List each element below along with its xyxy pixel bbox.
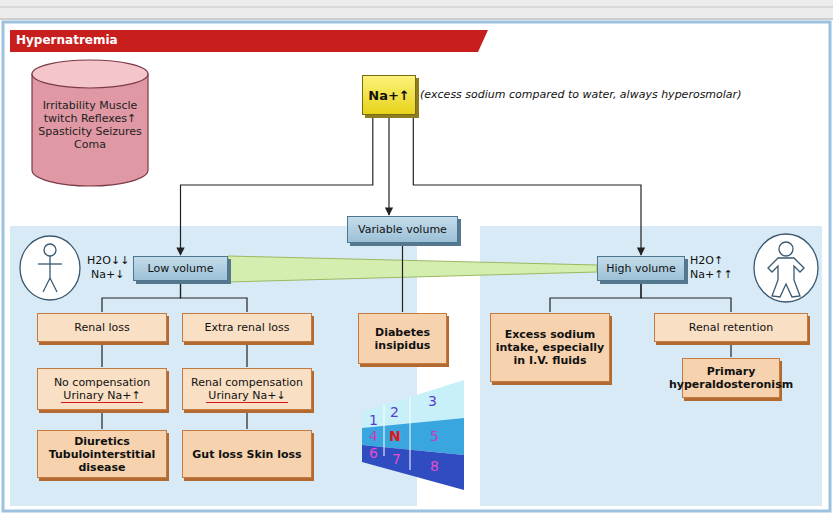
- connector: [730, 345, 731, 357]
- category-box: Renal compensationUrinary Na+↓: [182, 368, 312, 410]
- category-box: Extra renal loss: [182, 313, 312, 342]
- volume-box: Variable volume: [347, 216, 458, 243]
- title: Hypernatremia: [16, 33, 118, 47]
- cause-box: Diabetes insipidus: [358, 313, 447, 364]
- volume-box: High volume: [597, 256, 685, 281]
- node-text: No compensation: [54, 376, 150, 389]
- connector: [388, 118, 389, 215]
- cause-box: Excess sodium intake, especially in I.V.…: [490, 313, 610, 382]
- grid-number: 5: [430, 428, 439, 444]
- bar-line: [0, 19, 833, 20]
- grid-number: 2: [390, 404, 399, 420]
- grid-number: 6: [369, 445, 378, 461]
- node-text: Low volume: [148, 262, 214, 275]
- cause-box: Diuretics Tubulointerstitial disease: [37, 430, 167, 478]
- person-icon-thin: [20, 236, 80, 300]
- node-text: Variable volume: [358, 223, 447, 236]
- grid-number: 1: [369, 412, 378, 428]
- connector: [101, 413, 102, 429]
- connector: [402, 246, 403, 312]
- node-text: Irritability Muscle twitch Reflexes↑ Spa…: [36, 99, 144, 152]
- node-text: Excess sodium intake, especially in I.V.…: [495, 328, 605, 367]
- person-icon-swollen: [754, 234, 818, 302]
- node-text: Gut loss Skin loss: [192, 448, 301, 461]
- node-text: Renal compensation: [191, 376, 303, 389]
- cause-box: Gut loss Skin loss: [182, 430, 312, 478]
- top-bar: [0, 0, 833, 20]
- sodium-box: Na+↑: [362, 75, 416, 115]
- category-box: Renal retention: [654, 313, 808, 342]
- note: (excess sodium compared to water, always…: [420, 88, 741, 101]
- grid-number: N: [389, 428, 401, 444]
- grid-number: 8: [430, 458, 439, 474]
- bar-line: [0, 7, 833, 8]
- category-box: Renal loss: [37, 313, 167, 342]
- connector: [550, 284, 641, 312]
- cause-box: Primary hyperaldosteronism: [682, 358, 780, 398]
- connector: [246, 345, 247, 367]
- connector: [641, 284, 731, 312]
- node-text: High volume: [606, 262, 676, 275]
- connector: [181, 118, 373, 255]
- node-text: Na+↑: [368, 88, 409, 103]
- volume-label: Na+↓: [91, 268, 124, 281]
- node-text: Extra renal loss: [204, 321, 289, 334]
- volume-label: H2O↓↓: [87, 254, 129, 267]
- grid-number: 4: [369, 428, 378, 444]
- grid-number: 7: [392, 451, 401, 467]
- connector: [102, 284, 181, 312]
- connector: [246, 413, 247, 429]
- volume-label: Na+↑↑: [690, 268, 733, 281]
- connector: [101, 345, 102, 367]
- plot-grid-illustration: [362, 380, 464, 490]
- node-text: Diuretics Tubulointerstitial disease: [42, 435, 162, 474]
- frame: [3, 22, 830, 511]
- node-text: Renal retention: [689, 321, 773, 334]
- symptom-cylinder: Irritability Muscle twitch Reflexes↑ Spa…: [30, 58, 150, 188]
- node-text: Primary hyperaldosteronism: [669, 365, 793, 391]
- volume-box: Low volume: [133, 256, 228, 281]
- grid-number: 3: [428, 393, 437, 409]
- node-text: Diabetes insipidus: [363, 326, 442, 352]
- node-text: Urinary Na+↓: [206, 389, 287, 403]
- category-box: No compensationUrinary Na+↑: [37, 368, 167, 410]
- node-text: Urinary Na+↑: [61, 389, 142, 403]
- volume-label: H2O↑: [690, 254, 723, 267]
- node-text: Renal loss: [74, 321, 129, 334]
- title-band: [10, 30, 488, 52]
- connector: [181, 284, 248, 312]
- volume-wedge: [228, 256, 597, 282]
